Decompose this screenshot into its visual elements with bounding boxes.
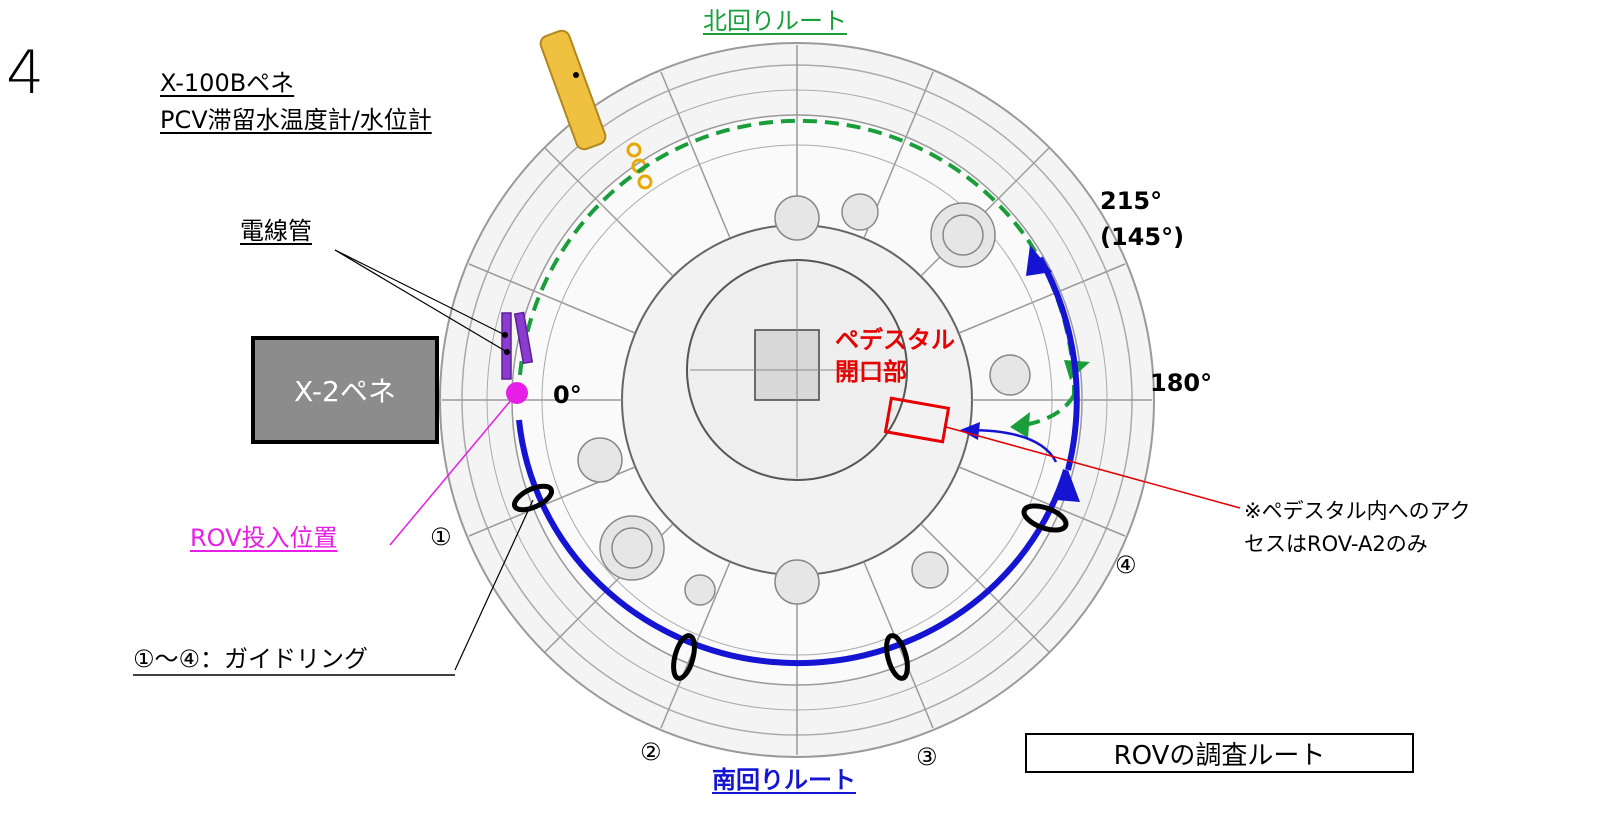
guide-ring-number-3: ③ <box>916 743 938 771</box>
x100b-label-line1: X-100Bペネ <box>160 69 295 97</box>
angle-145-label: (145°) <box>1100 223 1185 251</box>
conduit-leader-lines <box>334 249 508 353</box>
south-route-arrow-up-1 <box>1026 245 1052 276</box>
guide-ring-leader <box>454 499 534 671</box>
angle-180-label: 180° <box>1150 369 1213 397</box>
x2-penetration-box: X-2ペネ <box>251 336 439 444</box>
south-route-arrow-up-2 <box>1056 470 1080 502</box>
guide-ring-2 <box>671 633 697 681</box>
conduit-pipes <box>501 311 534 380</box>
x2-penetration-label: X-2ペネ <box>294 375 396 408</box>
guide-ring-number-2: ② <box>640 738 662 766</box>
diagram-title-box: ROVの調査ルート <box>1025 733 1414 773</box>
pcv-structure-drawing <box>439 42 1155 758</box>
pedestal-opening-box <box>883 396 951 444</box>
page-number: 4 <box>6 38 45 108</box>
x100b-penetration-pipe <box>539 29 653 190</box>
rov-insert-label: ROV投入位置 <box>190 524 338 552</box>
pedestal-note-line2: セスはROV-A2のみ <box>1244 532 1428 556</box>
guide-ring-1 <box>511 483 555 513</box>
guide-ring-3 <box>884 633 910 681</box>
guide-rings <box>511 483 1069 681</box>
angle-0-label: 0° <box>553 381 582 409</box>
south-route-path <box>516 256 1080 667</box>
guide-ring-number-1: ① <box>430 523 452 551</box>
rov-insert-leader <box>389 392 518 546</box>
pedestal-label-line2: 開口部 <box>835 358 907 386</box>
pedestal-label-line1: ペデスタル <box>835 326 955 354</box>
x100b-label-line2: PCV滞留水温度計/水位計 <box>160 106 432 134</box>
north-route-arrow-left <box>1010 412 1030 438</box>
pedestal-note-line1: ※ペデスタル内へのアク <box>1244 499 1471 523</box>
guide-ring-number-4: ④ <box>1115 551 1137 579</box>
angle-215-label: 215° <box>1100 187 1163 215</box>
north-route-label: 北回りルート <box>703 7 847 35</box>
south-route-label: 南回りルート <box>712 766 856 794</box>
guide-ring-4 <box>1021 503 1069 533</box>
pedestal-note-leader <box>945 426 1241 509</box>
conduit-label: 電線管 <box>240 217 312 245</box>
guide-ring-legend: ①～④：ガイドリング <box>133 645 369 673</box>
diagram-title: ROVの調査ルート <box>1113 740 1326 771</box>
